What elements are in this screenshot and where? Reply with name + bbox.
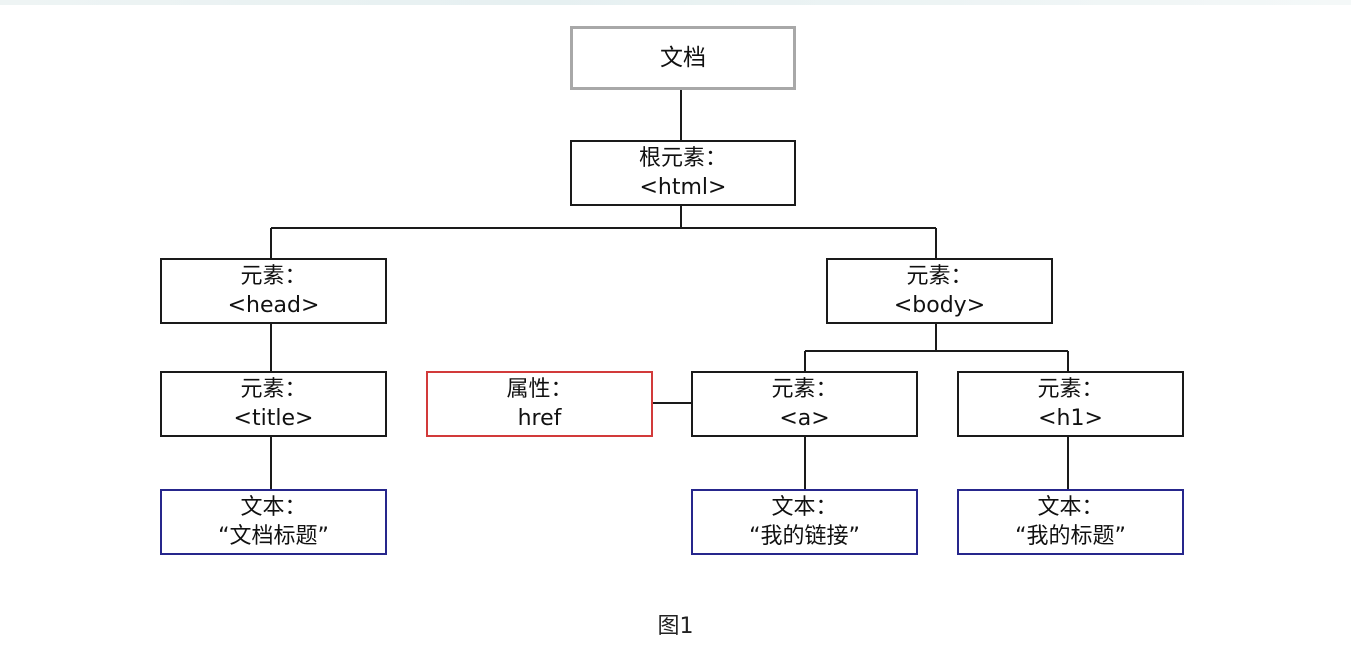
node-title: 元素： <title>: [160, 371, 387, 437]
node-head-tag: <head>: [227, 293, 320, 318]
node-document-label: 文档: [660, 44, 706, 71]
node-title-type: 元素：: [240, 377, 307, 402]
node-attribute-type: 属性：: [506, 377, 573, 402]
node-text-title-type: 文本：: [240, 495, 307, 520]
node-h1: 元素： <h1>: [957, 371, 1184, 437]
node-a-tag: <a>: [779, 406, 830, 431]
node-root-html: 根元素： <html>: [570, 140, 796, 206]
node-text-h1: 文本： “我的标题”: [957, 489, 1184, 555]
top-band: [0, 0, 1351, 5]
node-text-a: 文本： “我的链接”: [691, 489, 918, 555]
figure-caption: 图1: [657, 614, 694, 639]
node-head: 元素： <head>: [160, 258, 387, 324]
node-attribute-name: href: [517, 406, 562, 431]
node-title-tag: <title>: [233, 406, 314, 431]
node-a: 元素： <a>: [691, 371, 918, 437]
node-h1-type: 元素：: [1037, 377, 1104, 402]
node-body: 元素： <body>: [826, 258, 1053, 324]
node-attribute-href: 属性： href: [426, 371, 653, 437]
node-a-type: 元素：: [771, 377, 838, 402]
node-root-type: 根元素：: [638, 146, 727, 171]
node-head-type: 元素：: [240, 264, 307, 289]
node-document: 文档: [570, 26, 796, 90]
node-text-h1-value: “我的标题”: [1015, 524, 1126, 549]
node-h1-tag: <h1>: [1038, 406, 1103, 431]
node-body-tag: <body>: [893, 293, 986, 318]
node-text-title-value: “文档标题”: [218, 524, 329, 549]
node-text-h1-type: 文本：: [1037, 495, 1104, 520]
node-body-type: 元素：: [906, 264, 973, 289]
node-root-tag: <html>: [639, 175, 727, 200]
node-text-a-type: 文本：: [771, 495, 838, 520]
node-text-title: 文本： “文档标题”: [160, 489, 387, 555]
node-text-a-value: “我的链接”: [749, 524, 860, 549]
